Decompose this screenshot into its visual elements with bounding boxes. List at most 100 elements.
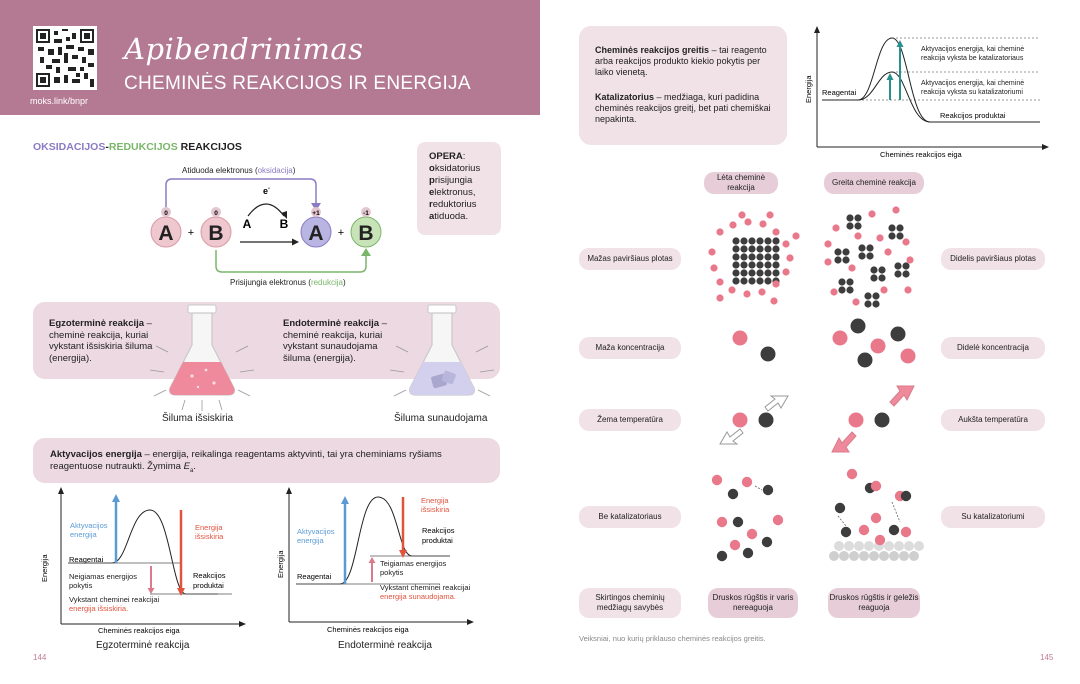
exo-graph-title: Egzoterminė reakcija <box>96 640 190 651</box>
heading-reactions: REAKCIJOS <box>177 141 242 153</box>
charge-b1: 0 <box>214 210 218 217</box>
solid-particle <box>888 232 896 240</box>
products-label-2: produktai <box>193 581 224 590</box>
products-label-1: Reakcijos <box>193 571 226 580</box>
acid-particle <box>902 238 910 246</box>
acid-particle <box>884 248 892 256</box>
chapter-script-title: Apibendrinimas <box>124 32 364 66</box>
fast-arrow-icon <box>831 431 857 453</box>
acid-particle <box>906 256 914 264</box>
solid-particle <box>756 277 764 285</box>
acid-copper-label: Druskos rūgštis ir varis nereaguoja <box>708 588 798 618</box>
solid-particle <box>878 266 886 274</box>
solid-particle <box>854 214 862 222</box>
exo-activation-label: Aktyvacijos energija <box>70 521 108 539</box>
solid-particle <box>894 262 902 270</box>
particle <box>840 526 852 538</box>
oxidation-arrow <box>165 178 317 208</box>
particle <box>870 512 882 524</box>
endothermic-caption: Šiluma sunaudojama <box>394 413 488 424</box>
reduction-arrowhead <box>361 248 371 256</box>
opera-mnemonic: OPERA: oksidatorius prisijungia elektron… <box>417 142 501 235</box>
solid-particle <box>748 269 756 277</box>
acid-particle <box>772 228 780 236</box>
acid-particle <box>824 258 832 266</box>
solid-particle <box>764 245 772 253</box>
solid-particle <box>846 222 854 230</box>
acid-particle <box>824 240 832 248</box>
page-number-left: 144 <box>33 653 47 662</box>
charge-a1: 0 <box>164 210 168 217</box>
exothermic-flask <box>169 304 235 396</box>
heat-out-arrows <box>149 345 255 411</box>
solid-particle <box>756 269 764 277</box>
acid-particle <box>710 264 718 272</box>
solid-particle <box>740 261 748 269</box>
acid-particle <box>852 298 860 306</box>
opera-line: reduktorius <box>429 199 477 210</box>
opera-line: prisijungia <box>429 175 473 186</box>
catalyst-particle <box>894 541 904 551</box>
solid-particle <box>764 253 772 261</box>
acid-particle <box>766 211 774 219</box>
charge-a2: +1 <box>312 210 320 217</box>
y-axis-label: Energija <box>40 554 49 582</box>
dashed-path <box>837 515 847 527</box>
catalyst-particle <box>904 541 914 551</box>
page-number-right: 145 <box>1040 653 1054 662</box>
exothermic-caption: Šiluma išsiskiria <box>162 413 234 424</box>
solid-particle <box>878 274 886 282</box>
solid-particle <box>902 262 910 270</box>
solid-particle <box>846 286 854 294</box>
particle <box>732 412 748 428</box>
qr-link[interactable]: moks.link/bnpr <box>30 96 89 106</box>
heat-in-arrows <box>389 345 495 397</box>
solid-particle <box>756 261 764 269</box>
solid-particle <box>834 256 842 264</box>
acid-particle <box>716 294 724 302</box>
particle <box>890 326 906 342</box>
solid-particle <box>896 232 904 240</box>
acid-particle <box>743 290 751 298</box>
factors-footnote: Veiksniai, nuo kurių priklauso cheminės … <box>579 634 766 643</box>
particle <box>762 484 774 496</box>
ea-without-label: Aktyvacijos energija, kai cheminė reakci… <box>921 46 1025 62</box>
particle <box>900 526 912 538</box>
oxidation-label: Atiduoda elektronus (oksidacija) <box>182 166 296 175</box>
particle <box>834 502 846 514</box>
x-axis-label: Cheminės reakcijos eiga <box>327 625 410 634</box>
solid-particle <box>888 224 896 232</box>
factor-left-surface: Mažas paviršiaus plotas <box>579 248 681 270</box>
particle <box>716 550 728 562</box>
charge-badge <box>361 207 371 217</box>
catalyst-particle <box>844 541 854 551</box>
arrow-label-a: A <box>243 217 252 231</box>
particle <box>758 412 774 428</box>
acid-particle <box>716 278 724 286</box>
exothermic-definition: Egzoterminė reakcija – cheminė reakcija,… <box>49 318 153 364</box>
catalyst-particle <box>884 541 894 551</box>
endothermic-flask <box>409 304 475 396</box>
particle <box>742 547 754 559</box>
solid-particle <box>866 244 874 252</box>
opera-line: oksidatorius <box>429 163 481 174</box>
qr-code[interactable] <box>33 26 97 90</box>
factor-right-temperature: Aukšta temperatūra <box>941 409 1045 431</box>
catalyst-particle <box>869 551 879 561</box>
acid-particle <box>772 280 780 288</box>
factor-left-concentration: Maža koncentracija <box>579 337 681 359</box>
reagents-label: Reagentai <box>69 555 104 564</box>
solid-particle <box>732 277 740 285</box>
electron-arrowhead <box>281 211 287 219</box>
acid-iron-label: Druskos rūgštis ir geležis reaguoja <box>828 588 920 618</box>
catalyst-particle <box>909 551 919 561</box>
plus-sign-2: + <box>338 227 344 239</box>
redox-diagram: A B A B + + 0 0 +1 -1 e- A B <box>150 178 382 273</box>
catalyst-particle <box>864 541 874 551</box>
solid-particle <box>756 237 764 245</box>
factor-right-concentration: Didelė koncentracija <box>941 337 1045 359</box>
acid-particle <box>786 254 794 262</box>
particle <box>832 330 848 346</box>
